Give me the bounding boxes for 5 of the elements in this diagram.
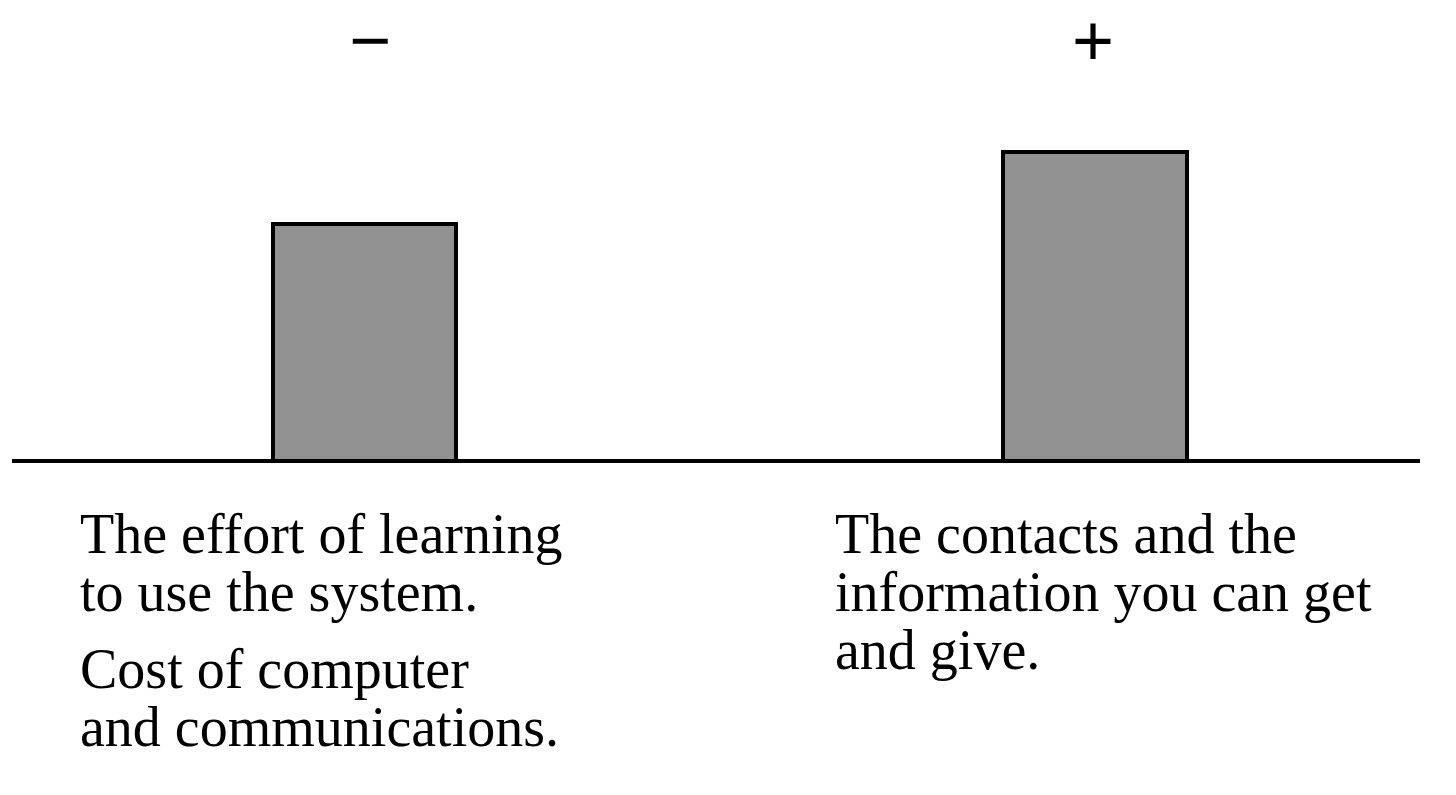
minus-sign: −	[347, 4, 392, 76]
label-text: The effort of learning to use the system.	[80, 505, 563, 621]
plus-sign: +	[1070, 4, 1115, 76]
label-text: The contacts and the information you can get and give.	[835, 505, 1373, 679]
label-text: Cost of computer and communications.	[80, 640, 559, 756]
